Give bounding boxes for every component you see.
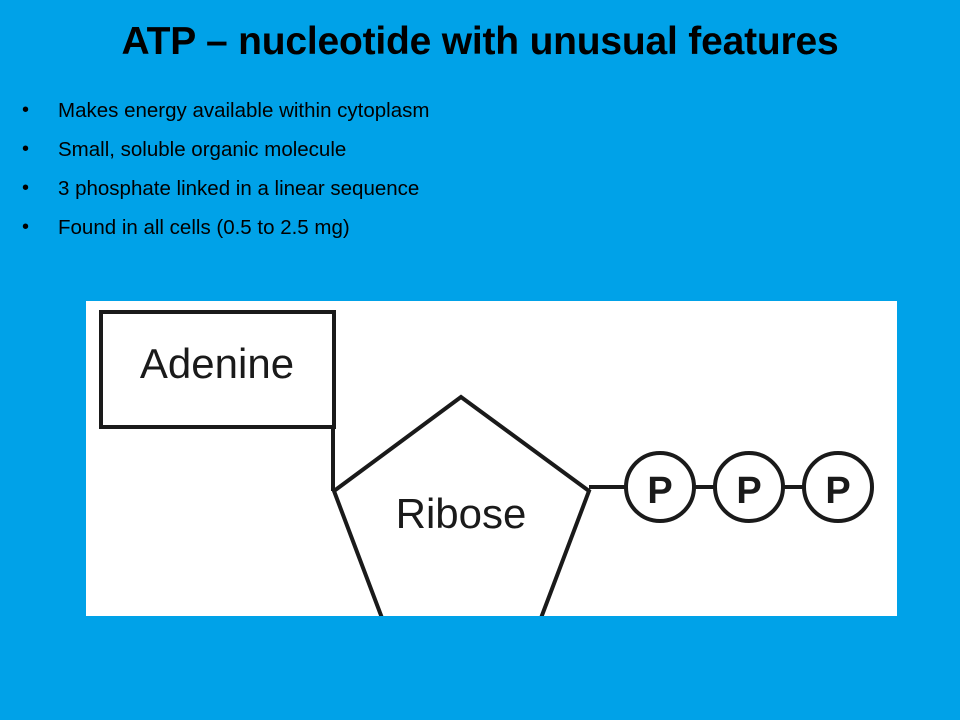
ribose-label: Ribose: [396, 490, 527, 537]
atp-structure-diagram: Adenine Ribose P P P: [86, 301, 897, 616]
phosphate-label-1: P: [647, 470, 672, 512]
list-item-text: Makes energy available within cytoplasm: [58, 99, 430, 122]
bullet-marker: •: [22, 99, 30, 121]
list-item: • Small, soluble organic molecule: [10, 137, 710, 162]
list-item: • Makes energy available within cytoplas…: [10, 98, 710, 123]
adenine-box: [99, 310, 336, 429]
list-item-text: Found in all cells (0.5 to 2.5 mg): [58, 216, 350, 239]
phosphate-circle-1: [624, 451, 696, 523]
phosphate-label-2: P: [736, 470, 761, 512]
list-item: • Found in all cells (0.5 to 2.5 mg): [10, 215, 710, 240]
bullet-marker: •: [22, 177, 30, 199]
phosphate-circle-2: [713, 451, 785, 523]
bullet-list: • Makes energy available within cytoplas…: [10, 98, 710, 254]
phosphate-circle-3: [802, 451, 874, 523]
atp-diagram-svg: Adenine Ribose P P P: [99, 310, 874, 616]
phosphate-label-3: P: [825, 470, 850, 512]
list-item: • 3 phosphate linked in a linear sequenc…: [10, 176, 710, 201]
list-item-text: 3 phosphate linked in a linear sequence: [58, 177, 420, 200]
bullet-marker: •: [22, 138, 30, 160]
bullet-marker: •: [22, 216, 30, 238]
list-item-text: Small, soluble organic molecule: [58, 138, 347, 161]
ribose-pentagon: [331, 394, 592, 616]
page-title: ATP – nucleotide with unusual features: [121, 20, 839, 63]
adenine-label: Adenine: [140, 340, 294, 387]
